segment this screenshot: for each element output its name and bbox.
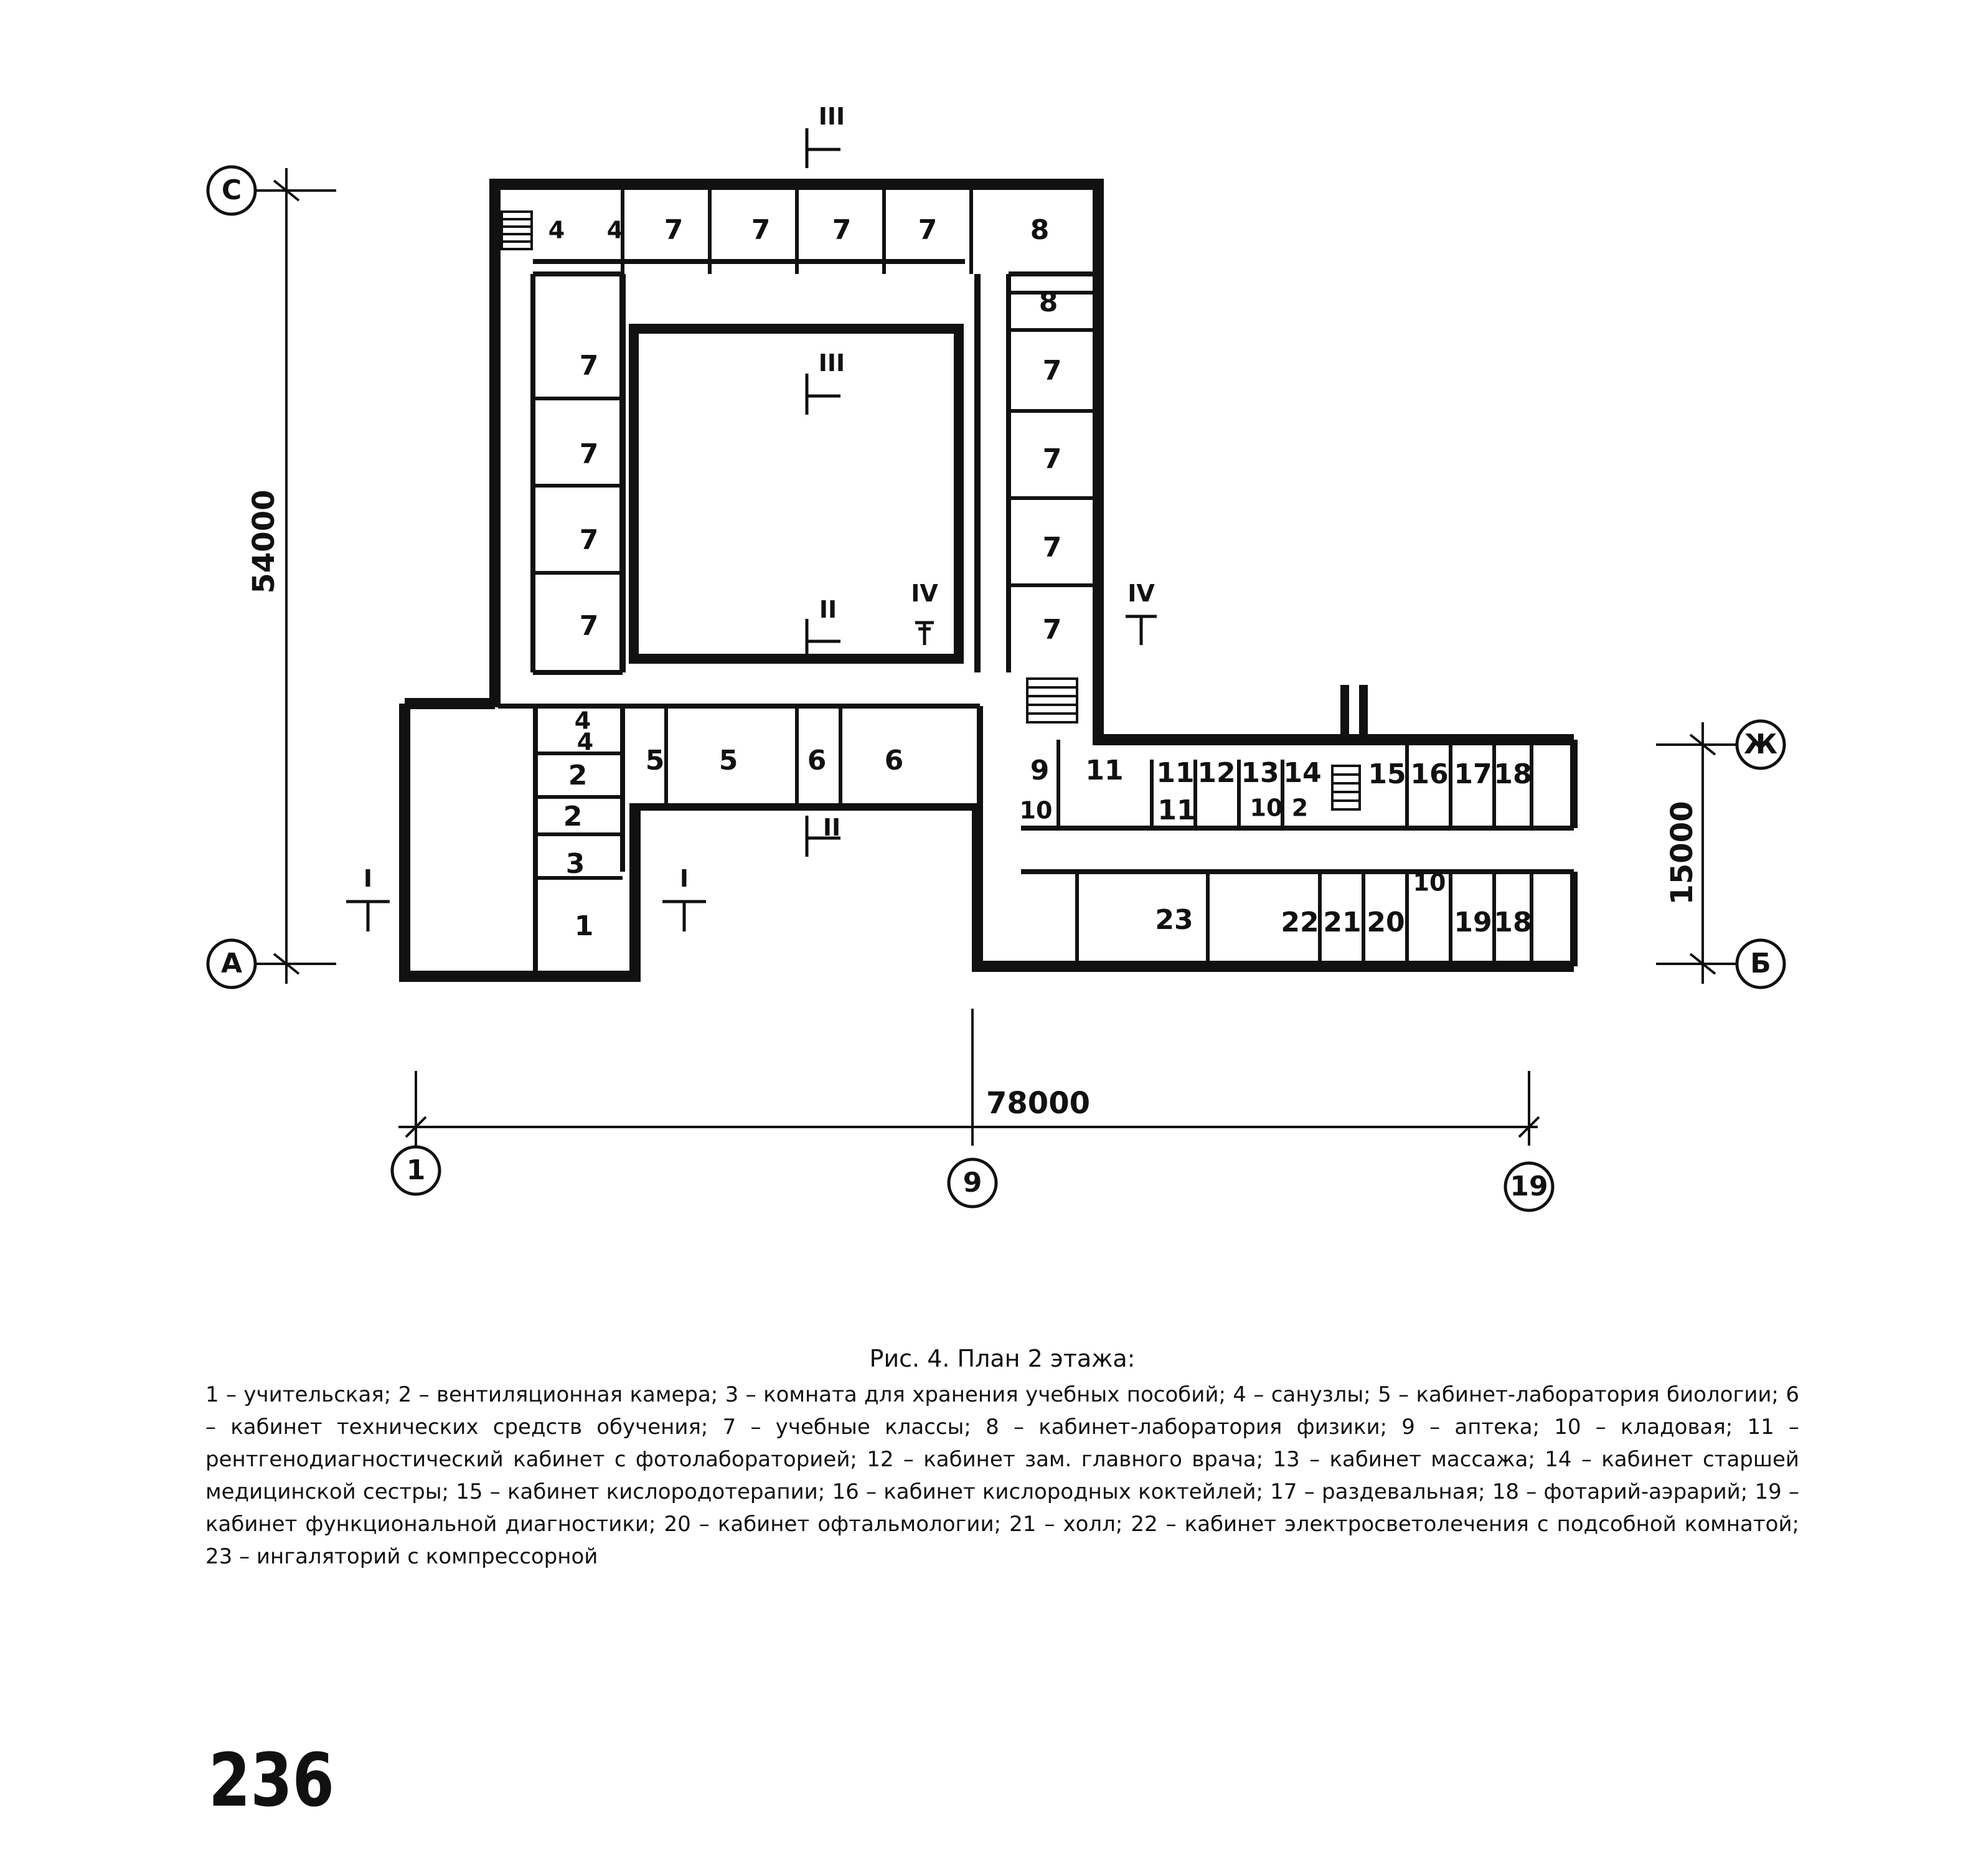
section-label-i-right: I: [680, 865, 689, 892]
room-label-5: 5: [646, 745, 665, 776]
room-label-20: 20: [1367, 907, 1405, 938]
room-label-6: 6: [885, 745, 904, 776]
caption-legend: 1 – учительская; 2 – вентиляционная каме…: [205, 1382, 1799, 1569]
axis-label-1: 1: [407, 1154, 426, 1186]
room-label-18: 18: [1494, 758, 1532, 790]
room-label-7: 7: [1043, 614, 1062, 646]
room-label-11: 11: [1157, 794, 1195, 826]
room-label-23: 23: [1155, 904, 1193, 936]
axis-bubble-b: [1735, 938, 1786, 989]
room-label-7: 7: [918, 214, 938, 246]
section-label-iii-mid: III: [819, 349, 845, 377]
room-label-17: 17: [1454, 758, 1492, 790]
figure-caption: Рис. 4. План 2 этажа: 1 – учительская; 2…: [205, 1345, 1799, 1573]
room-label-10: 10: [1020, 797, 1053, 824]
room-label-13: 13: [1241, 757, 1279, 789]
axis-label-b: Б: [1750, 948, 1771, 979]
room-label-2: 2: [1292, 794, 1308, 822]
section-label-ii-mid: II: [819, 596, 837, 623]
axis-bubble-19: [1504, 1161, 1555, 1212]
axis-label-19: 19: [1510, 1171, 1548, 1202]
room-label-4d: 4: [577, 728, 593, 756]
outer-walls: [399, 179, 1578, 982]
axis-bubble-a: [206, 938, 257, 989]
room-label-7: 7: [580, 524, 599, 556]
room-label-4b: 4: [607, 217, 623, 244]
room-label-7: 7: [580, 610, 599, 642]
room-dividers: [533, 184, 1533, 966]
dimension-54000: 54000: [247, 490, 281, 594]
room-label-8: 8: [1030, 214, 1050, 246]
room-label-7: 7: [1043, 532, 1062, 563]
room-label-9: 9: [1030, 755, 1050, 786]
axis-bubble-1: [390, 1145, 441, 1196]
room-label-22: 22: [1281, 907, 1319, 938]
room-label-10: 10: [1413, 869, 1446, 897]
axis-label-c: С: [222, 174, 242, 206]
room-label-7: 7: [832, 214, 852, 246]
room-labels: 4 4 7 7 7 7 8 8 7 7 7 7 7 7 7 7 4 4 2 2 …: [548, 214, 1532, 942]
room-label-7: 7: [1043, 443, 1062, 475]
room-label-3: 3: [566, 848, 585, 880]
room-label-4c: 4: [575, 707, 591, 735]
room-label-18: 18: [1494, 907, 1532, 938]
room-label-2: 2: [568, 760, 588, 791]
axis-bubble-zh: [1735, 719, 1786, 770]
room-label-7: 7: [664, 214, 684, 246]
dimension-15000: 15000: [1665, 801, 1700, 905]
floor-plan: 54000 15000 78000 С А Ж Б 1 9 19: [206, 103, 1786, 1212]
room-label-12: 12: [1197, 757, 1235, 789]
room-label-16: 16: [1410, 758, 1448, 790]
section-label-i-left: I: [364, 865, 372, 892]
room-label-1: 1: [575, 910, 594, 942]
stairs: [501, 210, 1361, 811]
axis-label-9: 9: [963, 1167, 982, 1199]
room-label-7: 7: [1043, 355, 1062, 387]
room-label-11: 11: [1156, 757, 1194, 789]
axis-label-a: А: [221, 948, 242, 979]
dimension-lines: [255, 168, 1737, 1146]
room-label-21: 21: [1323, 907, 1361, 938]
room-label-2: 2: [563, 801, 583, 832]
section-marks: [346, 128, 1157, 931]
room-label-7: 7: [580, 350, 599, 382]
room-label-6: 6: [807, 745, 827, 776]
section-label-ii-low: II: [823, 814, 840, 841]
room-label-4a: 4: [548, 217, 565, 244]
caption-title: Рис. 4. План 2 этажа:: [869, 1345, 1136, 1372]
room-label-8: 8: [1039, 286, 1058, 318]
page-number: 236: [209, 1737, 334, 1823]
section-label-iii-top: III: [819, 103, 845, 130]
room-label-11: 11: [1085, 755, 1123, 786]
section-label-iv-inner: IV: [911, 580, 938, 607]
room-label-19: 19: [1454, 907, 1492, 938]
axis-label-zh: Ж: [1744, 728, 1777, 760]
room-label-10: 10: [1250, 794, 1283, 822]
dimension-78000: 78000: [986, 1086, 1090, 1121]
axis-bubble-9: [947, 1157, 998, 1209]
room-label-15: 15: [1368, 758, 1406, 790]
room-label-7: 7: [580, 438, 599, 470]
room-label-5: 5: [719, 745, 738, 776]
room-label-14: 14: [1283, 757, 1321, 789]
section-label-iv-outer: IV: [1127, 580, 1155, 607]
room-label-7: 7: [751, 214, 771, 246]
